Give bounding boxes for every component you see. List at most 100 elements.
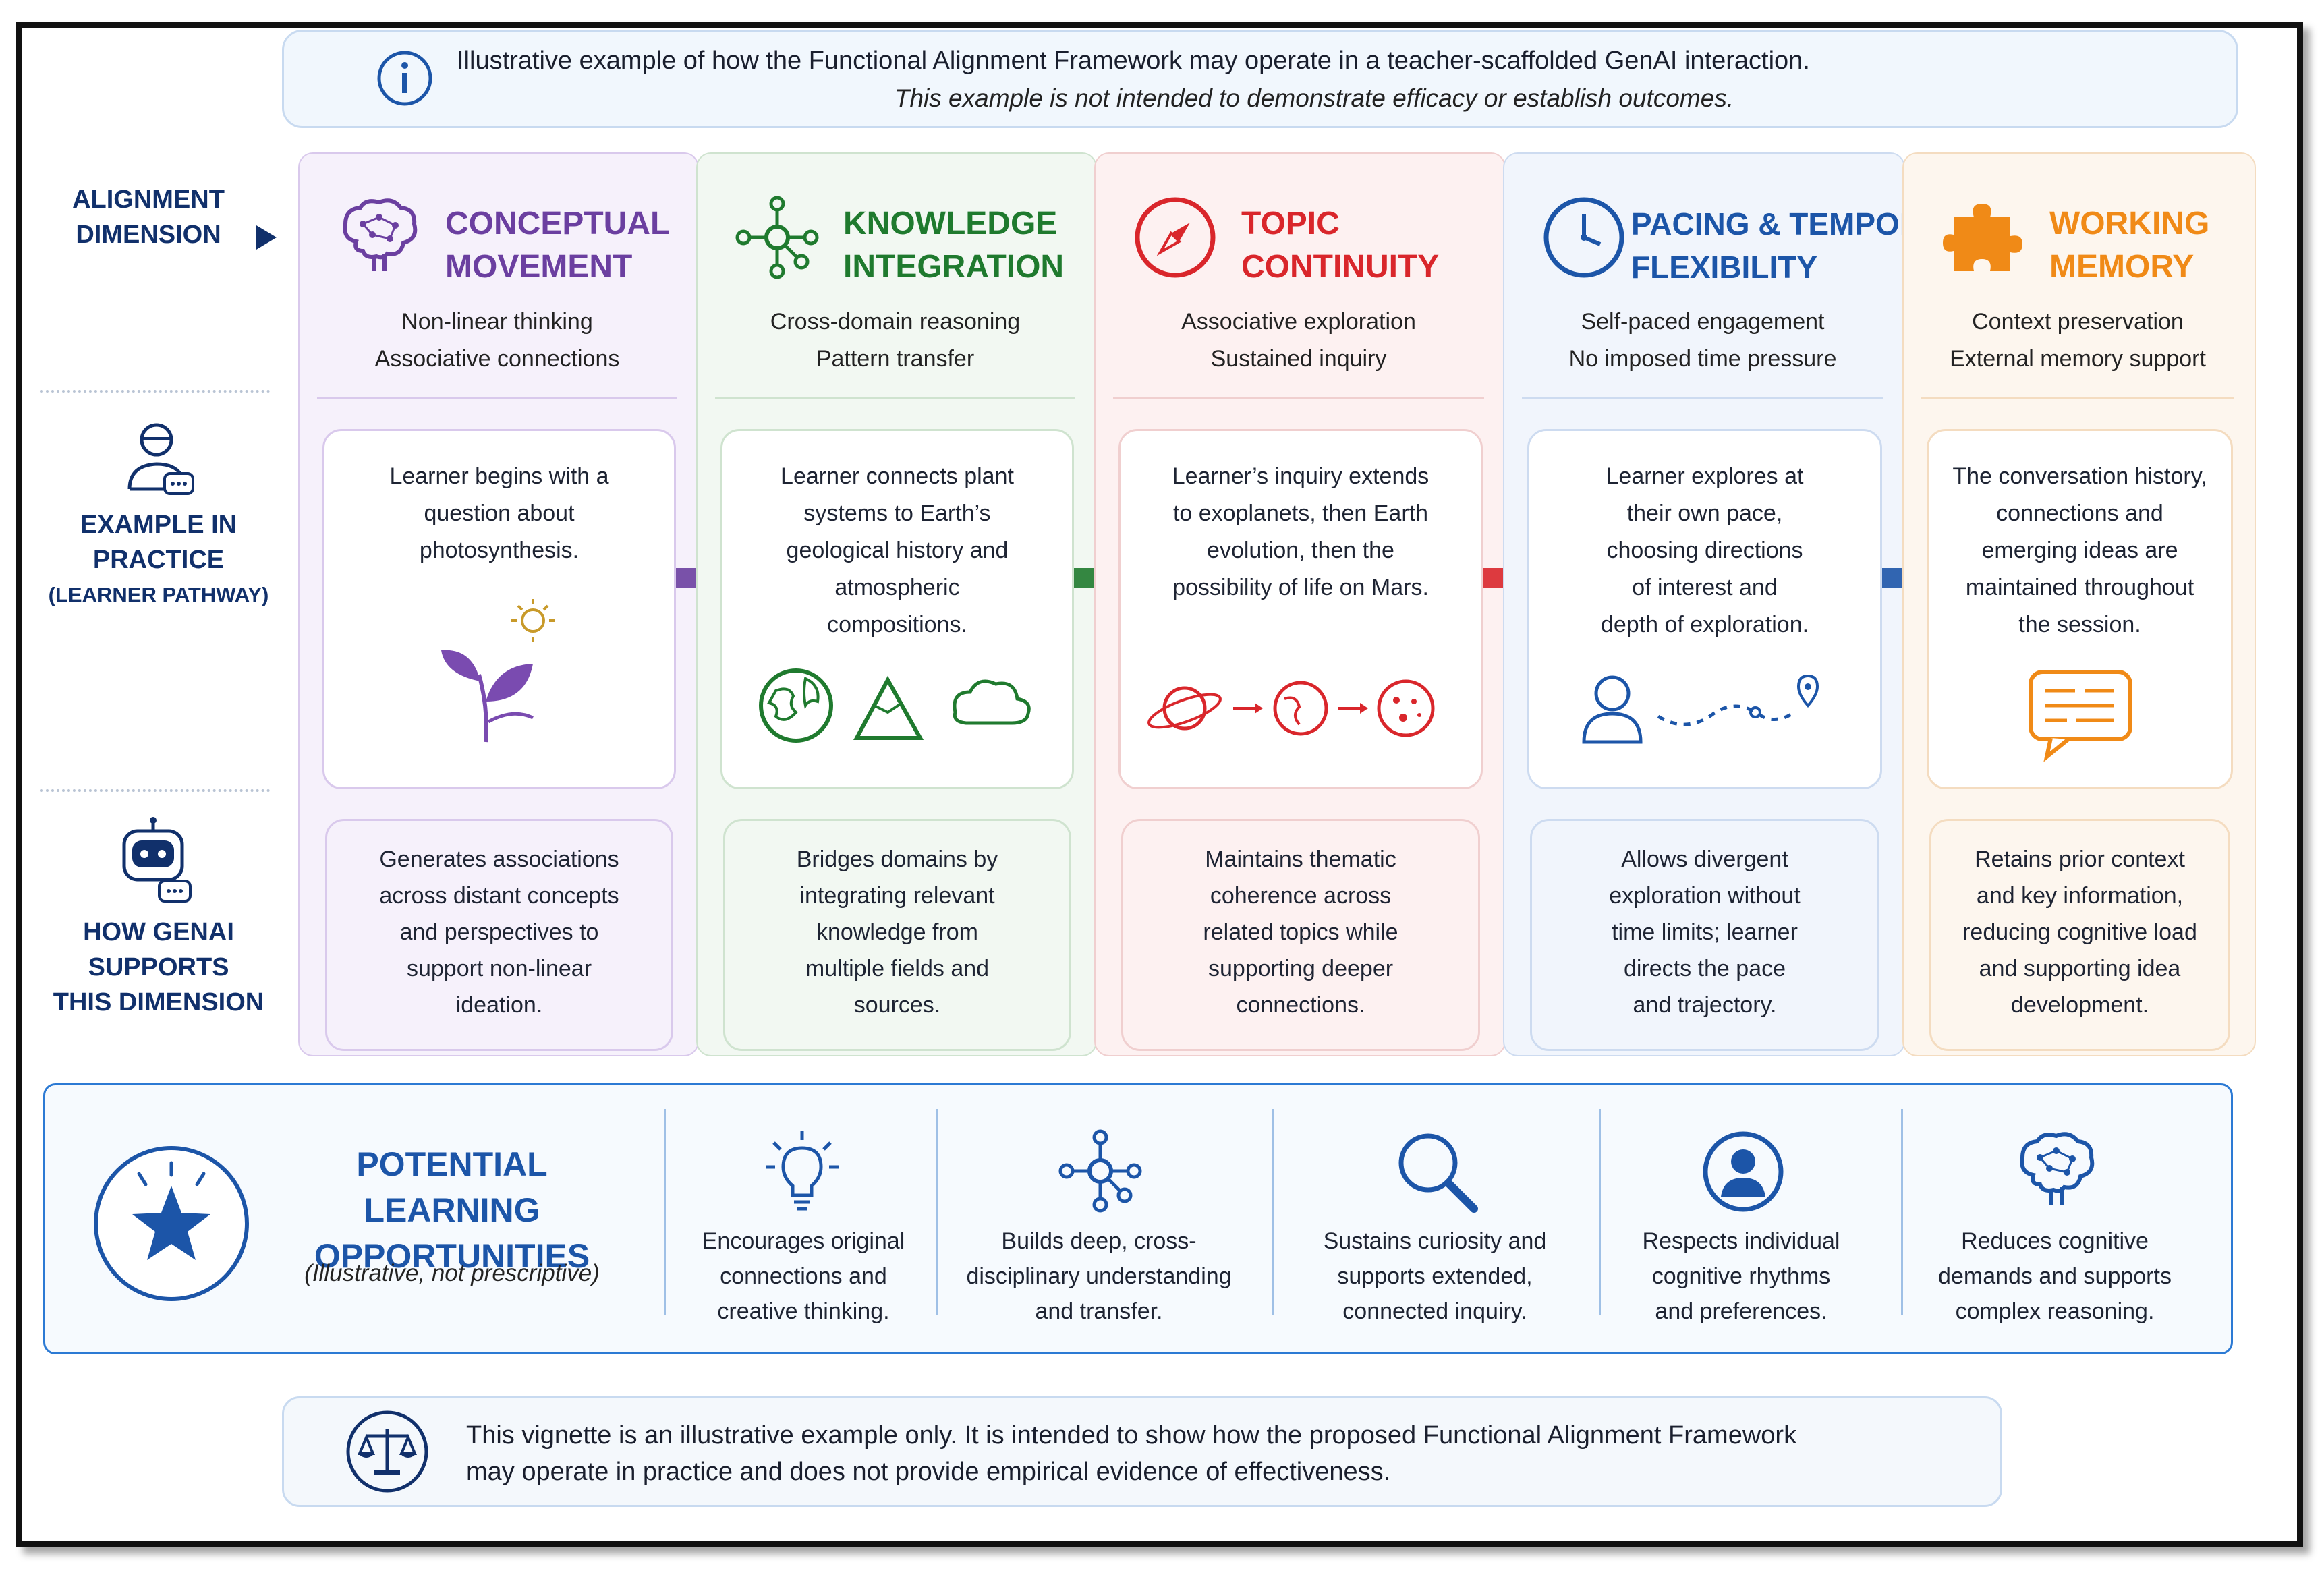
genai-line: Bridges domains by: [796, 847, 998, 872]
example-line: atmospheric: [834, 575, 960, 600]
opportunity-line: Reduces cognitive: [1961, 1228, 2149, 1254]
column-divider: [1522, 397, 1883, 399]
compass-icon: [1132, 194, 1218, 284]
genai-line: time limits; learner: [1612, 919, 1798, 945]
opportunities-title: POTENTIAL LEARNING OPPORTUNITIES: [270, 1141, 634, 1279]
opportunity-line: and preferences.: [1655, 1298, 1827, 1324]
star-badge-icon: [94, 1146, 249, 1301]
genai-line: across distant concepts: [379, 883, 619, 909]
genai-card: Retains prior context and key information…: [1929, 819, 2230, 1051]
opportunity-separator: [1599, 1109, 1601, 1315]
genai-text: Retains prior context and key information…: [1942, 841, 2217, 1023]
footer-disclaimer: This vignette is an illustrative example…: [282, 1396, 2002, 1507]
genai-line: support non-linear: [406, 956, 592, 981]
genai-label-line: HOW GENAI: [83, 918, 234, 946]
scales-icon: [346, 1410, 428, 1493]
column-divider: [317, 397, 677, 399]
puzzle-icon: [1940, 194, 2027, 284]
genai-label-line: SUPPORTS: [88, 953, 229, 981]
genai-line: directs the pace: [1623, 956, 1786, 981]
footer-text: This vignette is an illustrative example…: [466, 1417, 1796, 1490]
example-line: evolution, then the: [1207, 538, 1394, 563]
example-line: Learner’s inquiry extends: [1172, 463, 1429, 489]
chat-notes-icon: [2029, 670, 2132, 762]
example-line: their own pace,: [1626, 500, 1783, 526]
example-line: Learner begins with a: [389, 463, 609, 489]
dimension-title-line: TOPIC: [1241, 206, 1340, 241]
clock-icon: [1541, 194, 1627, 284]
learner-route-icon: [1582, 674, 1819, 744]
alignment-label-line: DIMENSION: [76, 221, 221, 249]
earth-mountain-cloud-icon: [759, 668, 1031, 743]
example-line: systems to Earth’s: [803, 500, 991, 526]
genai-text: Generates associations across distant con…: [338, 841, 660, 1023]
opportunity-line: Respects individual: [1642, 1228, 1840, 1254]
learner-icon: [127, 423, 194, 495]
magnifier-icon: [1393, 1128, 1481, 1219]
genai-line: integrating relevant: [799, 883, 995, 909]
genai-line: development.: [2010, 992, 2149, 1018]
genai-line: multiple fields and: [805, 956, 990, 981]
example-text: Learner connects plant systems to Earth’s…: [736, 458, 1058, 644]
column-divider: [715, 397, 1075, 399]
dimension-subtitle-line: Associative connections: [374, 346, 620, 372]
dimension-title-line: FLEXIBILITY: [1631, 250, 1817, 285]
example-in-practice-label: EXAMPLE IN PRACTICE (LEARNER PATHWAY): [40, 507, 277, 612]
opportunity-separator: [664, 1109, 666, 1315]
genai-line: and key information,: [1976, 883, 2184, 909]
opportunities-title-line: POTENTIAL LEARNING: [356, 1145, 548, 1229]
alignment-dimension-label: ALIGNMENT DIMENSION: [61, 182, 236, 252]
column-divider: [1113, 397, 1484, 399]
example-line: possibility of life on Mars.: [1172, 575, 1429, 600]
genai-line: Allows divergent: [1621, 847, 1788, 872]
example-line: Learner connects plant: [781, 463, 1014, 489]
planets-path-icon: [1147, 679, 1435, 737]
genai-line: Generates associations: [379, 847, 619, 872]
network-icon: [734, 194, 820, 284]
example-label-line: EXAMPLE IN: [80, 511, 237, 539]
column-divider: [1921, 397, 2234, 399]
opportunity-line: creative thinking.: [717, 1298, 890, 1324]
genai-support-label: HOW GENAI SUPPORTS THIS DIMENSION: [40, 915, 277, 1020]
dimension-subtitle-line: Context preservation: [1972, 309, 2184, 335]
opportunity-line: Encourages original: [702, 1228, 905, 1254]
example-line: question about: [424, 500, 575, 526]
genai-line: Retains prior context: [1975, 847, 2185, 872]
example-line: connections and: [1996, 500, 2163, 526]
genai-line: and supporting idea: [1979, 956, 2181, 981]
opportunity-separator: [1272, 1109, 1274, 1315]
example-line: maintained throughout: [1965, 575, 2194, 600]
disclaimer-banner: Illustrative example of how the Function…: [282, 30, 2238, 128]
footer-line: This vignette is an illustrative example…: [466, 1421, 1797, 1450]
triangle-right-icon: [256, 225, 277, 250]
example-line: choosing directions: [1606, 538, 1803, 563]
brain-icon: [2013, 1128, 2099, 1212]
example-line: Learner explores at: [1606, 463, 1804, 489]
banner-line-1: Illustrative example of how the Function…: [457, 47, 1810, 75]
opportunity-text: Reduces cognitive demands and supports com…: [1906, 1224, 2203, 1329]
genai-line: exploration without: [1609, 883, 1801, 909]
banner-line-2: This example is not intended to demonstr…: [894, 84, 1734, 112]
dimension-title-line: MEMORY: [2049, 249, 2194, 285]
robot-icon: [122, 817, 192, 903]
dimension-subtitle-line: Self-paced engagement: [1581, 309, 1825, 335]
genai-line: ideation.: [455, 992, 543, 1018]
example-line: of interest and: [1632, 575, 1778, 600]
opportunity-line: complex reasoning.: [1955, 1298, 2155, 1324]
opportunity-separator: [1901, 1109, 1903, 1315]
genai-line: sources.: [853, 992, 941, 1018]
opportunity-line: demands and supports: [1938, 1263, 2172, 1289]
